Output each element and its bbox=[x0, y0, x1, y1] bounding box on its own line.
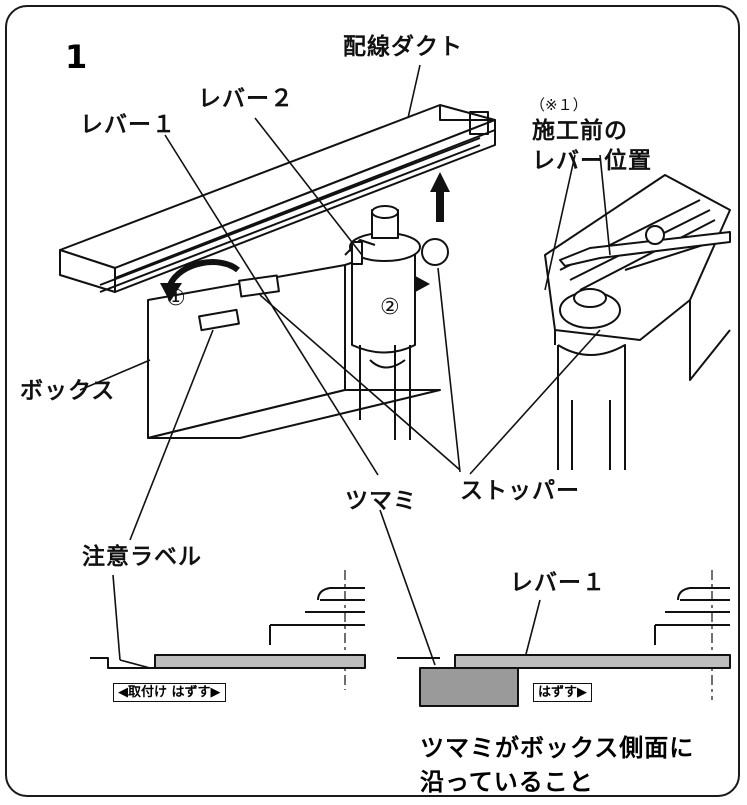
step-one-marker: ① bbox=[166, 286, 186, 311]
label-tag-left: ◀取付け はずす▶ bbox=[113, 683, 226, 702]
note-mark: （※１） bbox=[530, 96, 588, 114]
wiring-duct bbox=[59, 104, 496, 293]
fixture-column bbox=[344, 205, 449, 440]
lever-position-line2: レバー位置 bbox=[532, 148, 652, 174]
label-tag-right: はずす▶ bbox=[533, 683, 592, 702]
caption-line1: ツマミがボックス側面に bbox=[420, 734, 695, 762]
caution-label: 注意ラベル bbox=[82, 544, 202, 570]
step-two-marker: ② bbox=[380, 295, 400, 320]
lever1-label: レバー１ bbox=[80, 112, 176, 138]
diagram-frame bbox=[5, 5, 740, 797]
lever-position-line1: 施工前の bbox=[532, 118, 628, 144]
arrow-up-icon bbox=[430, 172, 450, 222]
lever1-detail-label: レバー１ bbox=[510, 570, 606, 596]
detail-left bbox=[90, 570, 366, 690]
leader-lines bbox=[79, 64, 611, 669]
detail-right bbox=[397, 570, 731, 707]
fixture-right bbox=[544, 174, 731, 470]
caption-line2: 沿っていること bbox=[420, 768, 594, 796]
knob-label: ツマミ bbox=[345, 488, 417, 514]
rotate-arrow bbox=[167, 259, 240, 287]
stopper-label: ストッパー bbox=[460, 478, 580, 504]
lever2-label: レバー２ bbox=[198, 86, 294, 112]
duct-label: 配線ダクト bbox=[343, 34, 463, 60]
box-label: ボックス bbox=[20, 378, 116, 404]
step-number: 1 bbox=[65, 38, 88, 76]
box-illustration bbox=[147, 259, 441, 439]
